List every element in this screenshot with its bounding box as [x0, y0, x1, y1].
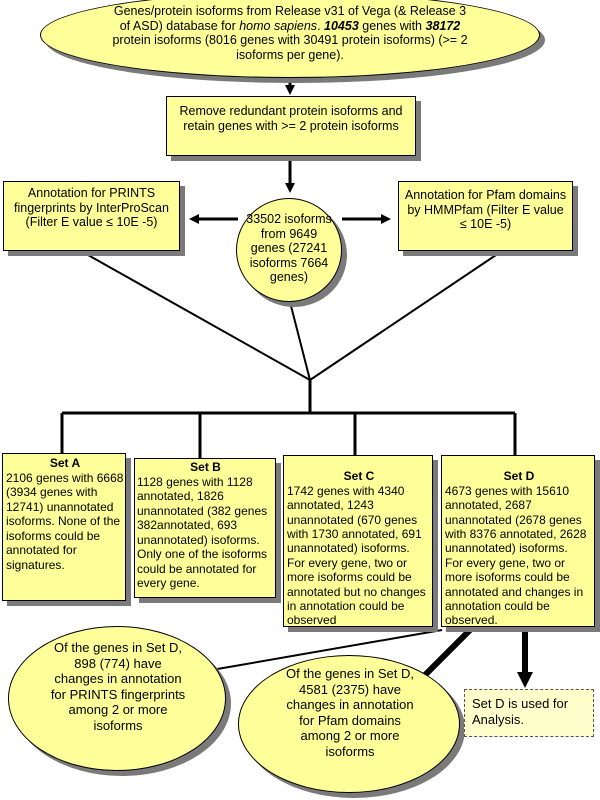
source-line2-mid: .: [317, 18, 325, 33]
source-line2-post: genes with: [358, 18, 426, 33]
set-a-title: Set A: [49, 456, 81, 470]
source-line4: isoforms per gene).: [236, 47, 344, 62]
set-c-title: Set C: [343, 469, 375, 484]
set-a-body: 2106 genes with 6668 (3934 genes with 12…: [6, 470, 124, 572]
prints-changes-text: Of the genes in Set D, 898 (774) have ch…: [50, 640, 186, 733]
source-line2-pre: of ASD) database for: [119, 18, 240, 33]
line-setd-to-prints-changes: [199, 629, 443, 673]
set-b-title: Set B: [190, 460, 221, 474]
source-isoform-count: 38172: [425, 18, 461, 33]
prints-changes-ellipse: [8, 626, 226, 771]
analysis-box: [464, 689, 594, 737]
set-d-body: 4673 genes with 15610 annotated, 2687 un…: [445, 483, 587, 625]
pfam-changes-ellipse: [238, 655, 460, 793]
set-d-box: [441, 455, 595, 627]
counts-text: 33502 isoforms from 9649 genes (27241 is…: [246, 212, 332, 284]
source-line1: Genes/protein isoforms from Release v31 …: [113, 4, 467, 18]
set-d-title: Set D: [503, 469, 535, 484]
counts-ellipse: [236, 198, 342, 302]
set-b-box: [134, 458, 276, 598]
source-text: Genes/protein isoforms from Release v31 …: [70, 4, 510, 62]
set-c-body: 1742 genes with 4340 annotated, 1243 una…: [287, 483, 426, 625]
line-prints-to-merge: [87, 254, 311, 381]
pfam-annotation-text: Annotation for Pfam domains by HMMPfam (…: [404, 188, 567, 231]
pfam-changes-text: Of the genes in Set D, 4581 (2375) have …: [286, 666, 414, 759]
set-c-box: [283, 455, 433, 627]
filter-text: Remove redundant protein isoforms and re…: [179, 104, 403, 133]
set-b-body: 1128 genes with 1128 annotated, 1826 una…: [137, 474, 268, 591]
prints-annotation-box: [3, 181, 180, 251]
source-line3: protein isoforms (8016 genes with 30491 …: [112, 33, 468, 47]
set-a: Set A 2106 genes with 6668 (3934 genes w…: [6, 456, 124, 572]
analysis-text: Set D is used for Analysis.: [472, 696, 569, 727]
prints-annotation-text: Annotation for PRINTS fingerprints by In…: [14, 186, 169, 229]
set-b: Set B 1128 genes with 1128 annotated, 18…: [137, 460, 274, 591]
pfam-annotation-box: [398, 181, 573, 251]
line-pfam-to-merge: [309, 254, 497, 381]
set-a-box: [2, 453, 126, 601]
source-species: homo sapiens: [239, 18, 318, 33]
source-ellipse: [40, 0, 540, 78]
filter-box: [166, 96, 416, 156]
source-gene-count: 10453: [324, 18, 359, 33]
line-counts-to-merge: [289, 301, 311, 381]
